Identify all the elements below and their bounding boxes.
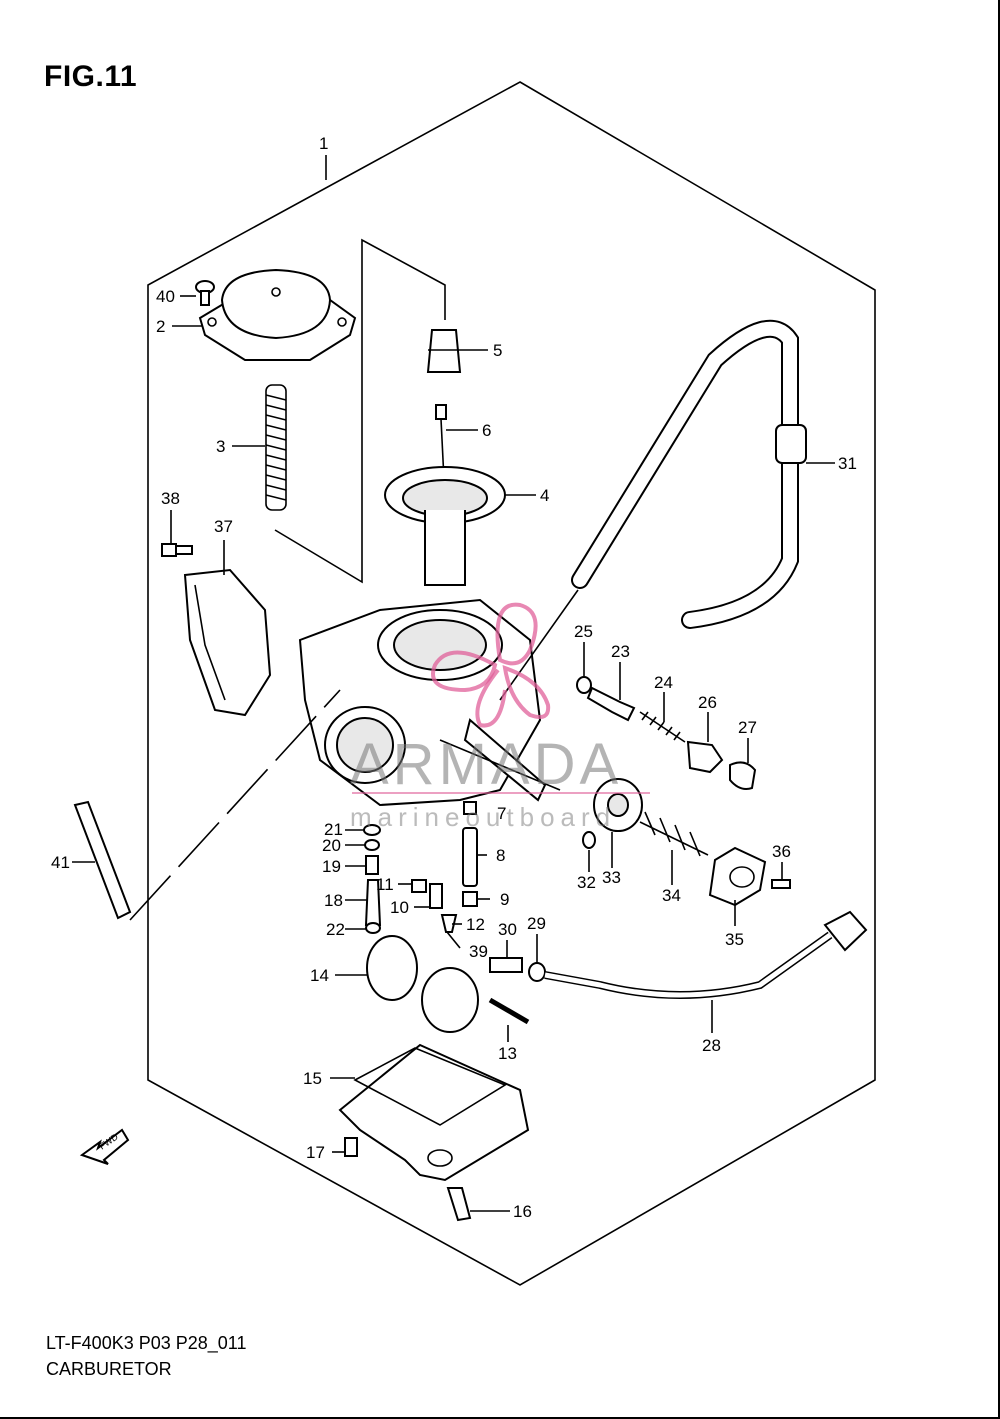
spring-24 bbox=[639, 711, 686, 743]
callout-34: 34 bbox=[662, 886, 681, 905]
hose-41 bbox=[73, 800, 132, 920]
callout-32: 32 bbox=[577, 873, 596, 892]
callout-38: 38 bbox=[161, 489, 180, 508]
jet-10 bbox=[429, 883, 443, 909]
callout-23: 23 bbox=[611, 642, 630, 661]
callout-5: 5 bbox=[493, 341, 502, 360]
callout-28: 28 bbox=[702, 1036, 721, 1055]
callout-25: 25 bbox=[574, 622, 593, 641]
spring-30 bbox=[489, 957, 523, 973]
float-bowl-15 bbox=[338, 1043, 530, 1182]
spring-3 bbox=[265, 384, 287, 511]
needle-jet-8 bbox=[462, 827, 478, 887]
spring-19 bbox=[365, 855, 379, 875]
carburetor-body bbox=[298, 598, 561, 807]
float-14 bbox=[366, 935, 479, 1033]
screw-38 bbox=[161, 543, 193, 557]
callout-9: 9 bbox=[500, 890, 509, 909]
screw-17 bbox=[344, 1137, 358, 1157]
figure-title: FIG.11 bbox=[44, 60, 138, 93]
leader-lines bbox=[72, 295, 835, 1212]
screw-36 bbox=[771, 879, 791, 889]
callout-15: 15 bbox=[303, 1069, 322, 1088]
callout-22: 22 bbox=[326, 920, 345, 939]
watermark-subtitle: marineoutboard bbox=[350, 802, 616, 832]
callout-1: 1 bbox=[319, 134, 328, 153]
callout-24: 24 bbox=[654, 673, 673, 692]
jet-11 bbox=[411, 879, 427, 893]
cover-37 bbox=[183, 568, 272, 717]
callout-8: 8 bbox=[496, 846, 505, 865]
callout-35: 35 bbox=[725, 930, 744, 949]
callout-3: 3 bbox=[216, 437, 225, 456]
o-ring-25 bbox=[576, 676, 592, 694]
callout-27: 27 bbox=[738, 718, 757, 737]
callout-17: 17 bbox=[306, 1143, 325, 1162]
callout-11: 11 bbox=[376, 875, 394, 894]
callout-30: 30 bbox=[498, 920, 517, 939]
screw-40 bbox=[195, 280, 215, 306]
callout-41: 41 bbox=[51, 853, 70, 872]
screw-16 bbox=[446, 1187, 472, 1222]
diaphragm-piston-4 bbox=[384, 466, 506, 586]
needle-retainer-5 bbox=[426, 329, 462, 373]
main-jet-9 bbox=[462, 891, 478, 907]
callout-19: 19 bbox=[322, 857, 341, 876]
starter-cable-28 bbox=[544, 910, 868, 999]
washer-20 bbox=[364, 839, 380, 851]
callout-31: 31 bbox=[838, 454, 857, 473]
callout-40: 40 bbox=[156, 287, 175, 306]
callout-29: 29 bbox=[527, 914, 546, 933]
callout-10: 10 bbox=[390, 898, 409, 917]
callout-20: 20 bbox=[322, 836, 341, 855]
assembly-outline bbox=[147, 81, 876, 1286]
leader-group-frame bbox=[274, 238, 446, 584]
callout-12: 12 bbox=[466, 915, 485, 934]
callout-16: 16 bbox=[513, 1202, 532, 1221]
o-ring-22 bbox=[365, 922, 381, 934]
watermark-brand: ARMADA bbox=[350, 732, 622, 797]
washer-29 bbox=[528, 962, 546, 982]
watermark-logo: ARMADA marineoutboard bbox=[350, 602, 650, 832]
cover-35 bbox=[708, 846, 767, 907]
nut-26 bbox=[686, 740, 724, 774]
callout-7: 7 bbox=[497, 804, 506, 823]
spring-34 bbox=[639, 811, 709, 857]
callout-37: 37 bbox=[214, 517, 233, 536]
callout-39: 39 bbox=[469, 942, 488, 961]
callout-2: 2 bbox=[156, 317, 165, 336]
float-pin-13 bbox=[488, 997, 530, 1025]
callout-14: 14 bbox=[310, 966, 329, 985]
model-code: LT-F400K3 P03 P28_011 bbox=[46, 1333, 247, 1353]
pilot-screw-18 bbox=[364, 879, 382, 926]
callout-labels: 1 2 3 4 5 6 7 8 9 10 11 12 13 14 15 16 1… bbox=[51, 134, 857, 1221]
needle-valve-12 bbox=[440, 914, 458, 933]
jet-7 bbox=[463, 801, 477, 815]
callout-6: 6 bbox=[482, 421, 491, 440]
fuel-hose-31 bbox=[571, 319, 807, 629]
callout-26: 26 bbox=[698, 693, 717, 712]
o-ring-32 bbox=[582, 831, 596, 849]
assembly-name: CARBURETOR bbox=[46, 1359, 172, 1379]
fwd-arrow-icon: FWD bbox=[79, 1128, 130, 1165]
callout-13: 13 bbox=[498, 1044, 517, 1063]
callout-18: 18 bbox=[324, 891, 343, 910]
callout-33: 33 bbox=[602, 868, 621, 887]
callout-4: 4 bbox=[540, 486, 549, 505]
cap-27 bbox=[729, 761, 757, 790]
carb-top-cap bbox=[198, 268, 357, 361]
plunger-23 bbox=[586, 686, 636, 722]
callout-21: 21 bbox=[324, 820, 343, 839]
callout-36: 36 bbox=[772, 842, 791, 861]
